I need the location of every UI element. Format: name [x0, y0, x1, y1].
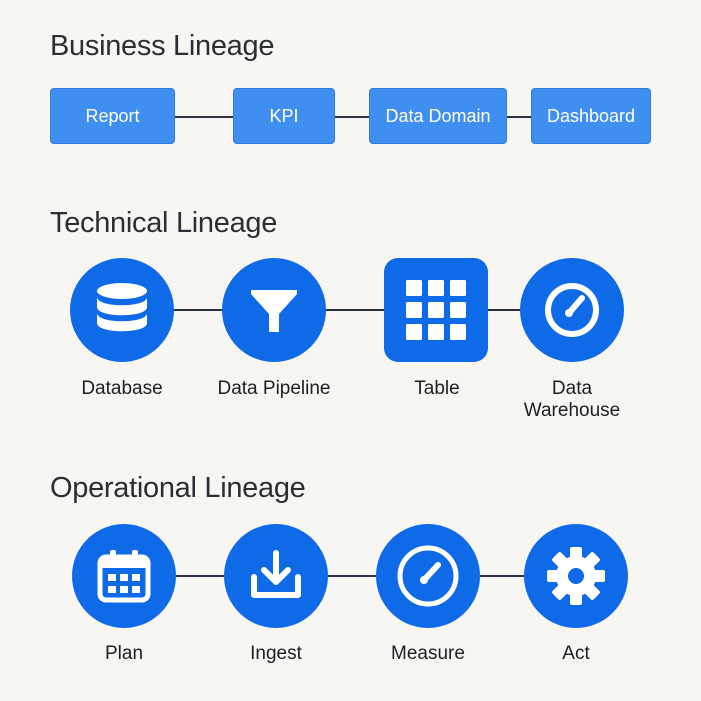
download-tray-icon — [251, 550, 301, 598]
business-connector-2 — [334, 116, 370, 118]
database-label: Database — [81, 378, 163, 399]
plan-label: Plan — [104, 643, 144, 664]
technical-lineage-title: Technical Lineage — [50, 207, 278, 239]
plan-node — [72, 524, 176, 628]
operational-connector-2 — [324, 575, 380, 577]
data-pipeline-label: Data Pipeline — [217, 378, 331, 399]
ingest-node — [224, 524, 328, 628]
dashboard-box: Dashboard — [531, 88, 651, 144]
data-warehouse-node — [520, 258, 624, 362]
technical-connector-2 — [322, 309, 388, 311]
operational-connector-1 — [172, 575, 228, 577]
business-connector-3 — [506, 116, 532, 118]
operational-connector-3 — [476, 575, 528, 577]
gear-icon — [547, 547, 605, 605]
measure-label: Measure — [391, 643, 465, 664]
data-warehouse-label: Data Warehouse — [523, 378, 621, 421]
table-node — [384, 258, 488, 362]
calendar-icon — [97, 550, 151, 603]
technical-connector-1 — [170, 309, 226, 311]
measure-node — [376, 524, 480, 628]
act-label: Act — [562, 643, 590, 664]
gauge-icon — [545, 283, 599, 337]
business-connector-1 — [174, 116, 234, 118]
database-node — [70, 258, 174, 362]
business-lineage-title: Business Lineage — [50, 30, 275, 62]
data-pipeline-node — [222, 258, 326, 362]
funnel-icon — [251, 290, 297, 332]
kpi-box: KPI — [233, 88, 335, 144]
table-grid-icon — [406, 280, 466, 340]
data-domain-box: Data Domain — [369, 88, 507, 144]
report-box: Report — [50, 88, 175, 144]
database-icon — [97, 283, 147, 332]
operational-lineage-title: Operational Lineage — [50, 472, 306, 504]
ingest-label: Ingest — [250, 643, 302, 664]
act-node — [524, 524, 628, 628]
table-label: Table — [414, 378, 460, 399]
technical-connector-3 — [484, 309, 524, 311]
speedometer-icon — [397, 545, 459, 607]
